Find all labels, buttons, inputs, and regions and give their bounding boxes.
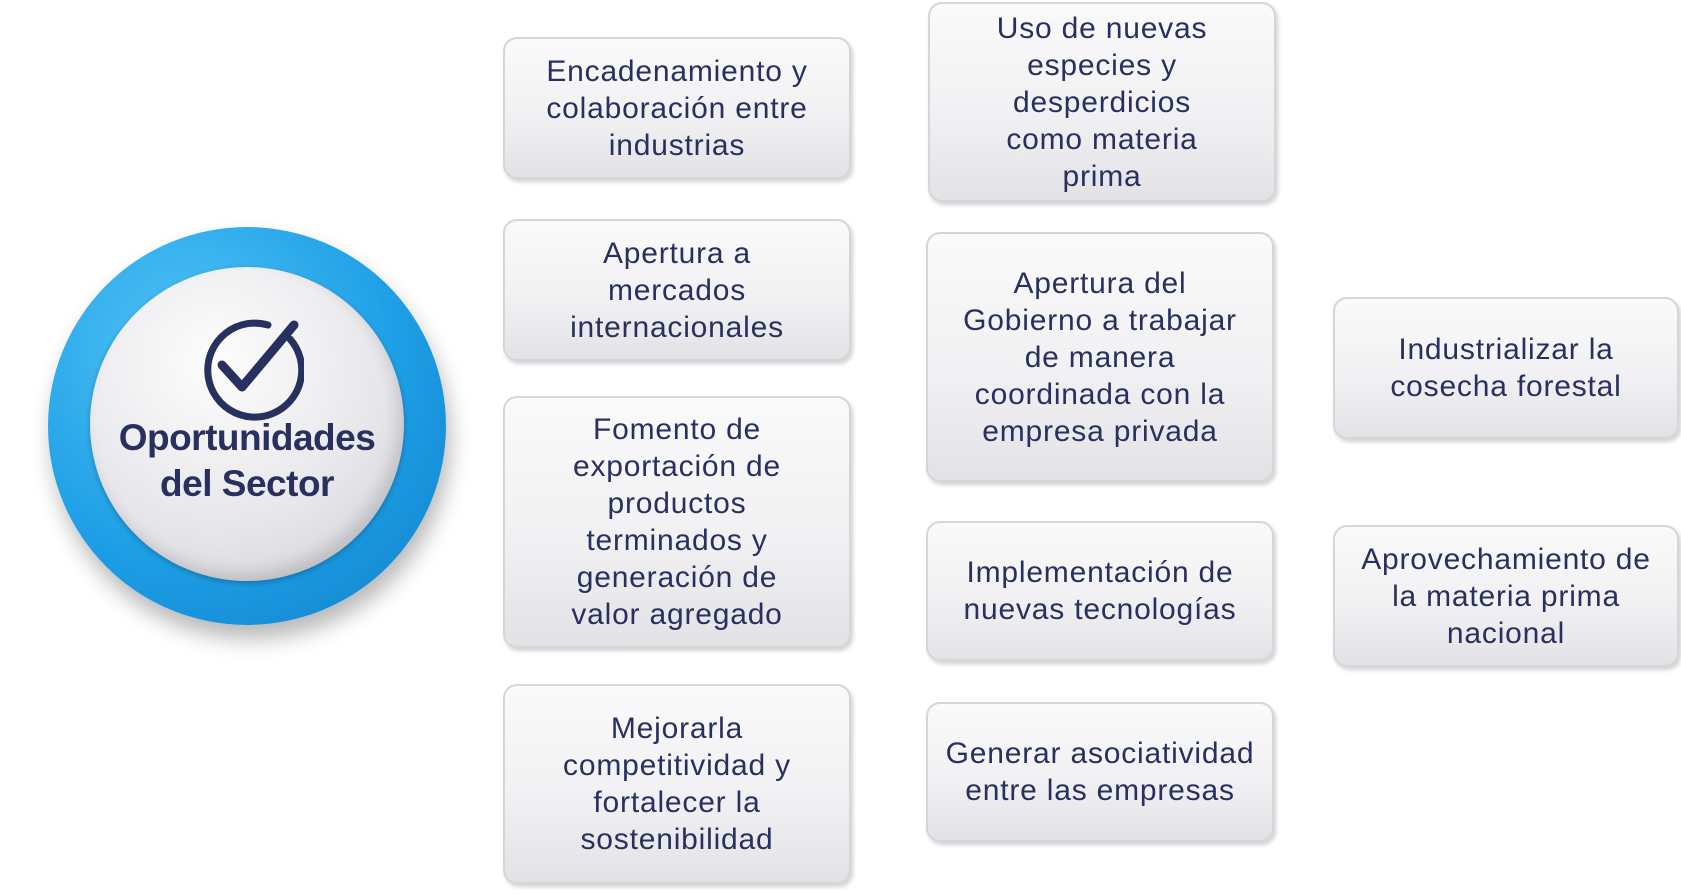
opportunity-box: Aprovechamiento de la materia prima naci… <box>1333 525 1679 667</box>
opportunity-box: Apertura del Gobierno a trabajar de mane… <box>926 232 1274 482</box>
opportunity-text: Mejorarla competitividad y fortalecer la… <box>563 712 791 856</box>
opportunity-box: Uso de nuevas especies y desperdicios co… <box>928 2 1276 202</box>
opportunity-text: Encadenamiento y colaboración entre indu… <box>546 54 808 162</box>
opportunity-text: Generar asociatividad entre las empresas <box>945 737 1255 807</box>
opportunity-box: Implementación de nuevas tecnologías <box>926 521 1274 661</box>
opportunity-box: Industrializar la cosecha forestal <box>1333 297 1679 439</box>
opportunity-text: Implementación de nuevas tecnologías <box>963 556 1237 626</box>
badge-title-line2: del Sector <box>160 463 334 504</box>
opportunity-text: Aprovechamiento de la materia prima naci… <box>1361 542 1651 650</box>
opportunity-text: Apertura del Gobierno a trabajar de mane… <box>963 266 1237 448</box>
opportunity-box: Apertura a mercados internacionales <box>503 219 851 361</box>
badge-center: Oportunidades del Sector <box>90 267 404 581</box>
opportunity-text: Fomento de exportación de productos term… <box>571 413 783 631</box>
opportunity-box: Mejorarla competitividad y fortalecer la… <box>503 684 851 884</box>
opportunity-text: Apertura a mercados internacionales <box>570 236 784 344</box>
badge-title: Oportunidades del Sector <box>90 415 404 507</box>
opportunities-badge: Oportunidades del Sector <box>48 227 446 625</box>
checkmark-circle-icon <box>204 319 304 421</box>
opportunity-text: Industrializar la cosecha forestal <box>1390 333 1622 403</box>
opportunity-text: Uso de nuevas especies y desperdicios co… <box>996 11 1208 193</box>
opportunity-box: Fomento de exportación de productos term… <box>503 396 851 648</box>
opportunity-box: Generar asociatividad entre las empresas <box>926 702 1274 842</box>
opportunity-box: Encadenamiento y colaboración entre indu… <box>503 37 851 179</box>
badge-title-line1: Oportunidades <box>118 417 376 458</box>
